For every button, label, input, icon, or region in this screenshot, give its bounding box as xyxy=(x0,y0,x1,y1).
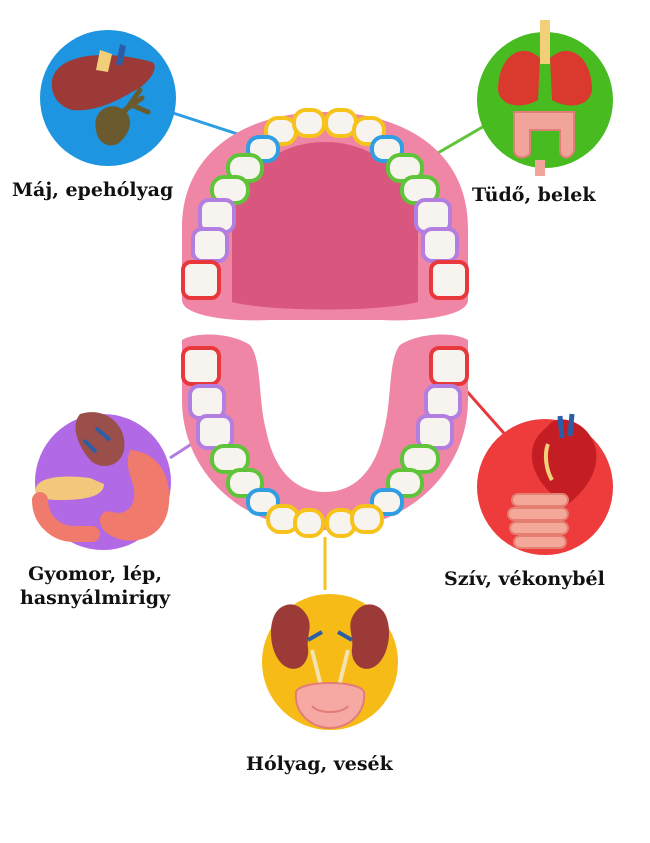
label-stomach-line1: Gyomor, lép, xyxy=(28,563,162,585)
stomach-spleen-pancreas-icon xyxy=(32,412,171,550)
lower-tooth-incisor xyxy=(293,508,325,538)
lower-teeth xyxy=(181,346,469,538)
upper-teeth xyxy=(181,108,469,300)
heart-small-intestine-icon xyxy=(477,413,613,555)
upper-jaw xyxy=(181,108,469,321)
lower-tooth-premolar xyxy=(400,444,440,474)
upper-tooth-molar xyxy=(421,227,459,263)
lower-tooth-molar xyxy=(424,384,462,420)
lower-tooth-wisdom xyxy=(181,346,221,386)
lower-tooth-wisdom xyxy=(429,346,469,386)
label-lungs-intestine: Tüdő, belek xyxy=(472,184,596,206)
liver-gallbladder-icon xyxy=(40,30,176,166)
lower-tooth-incisor xyxy=(350,504,384,534)
upper-tooth-molar xyxy=(191,227,229,263)
upper-tooth-incisor xyxy=(292,108,326,138)
label-stomach-line2: hasnyálmirigy xyxy=(20,587,171,609)
lower-tooth-molar xyxy=(196,414,234,450)
label-bladder-kidneys: Hólyag, vesék xyxy=(246,753,393,775)
lower-tooth-molar xyxy=(188,384,226,420)
upper-palate xyxy=(232,142,418,310)
upper-tooth-wisdom xyxy=(181,260,221,300)
upper-tooth-wisdom xyxy=(429,260,469,300)
lower-tooth-molar xyxy=(416,414,454,450)
bladder-kidneys-icon xyxy=(262,594,398,730)
lower-tooth-premolar xyxy=(210,444,250,474)
lungs-intestine-icon xyxy=(477,20,613,176)
label-heart-small-intestine: Szív, vékonybél xyxy=(444,568,605,590)
label-liver-gallbladder: Máj, epehólyag xyxy=(12,179,174,201)
lower-jaw xyxy=(181,334,469,538)
label-stomach-spleen-pancreas: Gyomor, lép, hasnyálmirigy xyxy=(20,562,170,610)
upper-tooth-incisor xyxy=(324,108,358,138)
